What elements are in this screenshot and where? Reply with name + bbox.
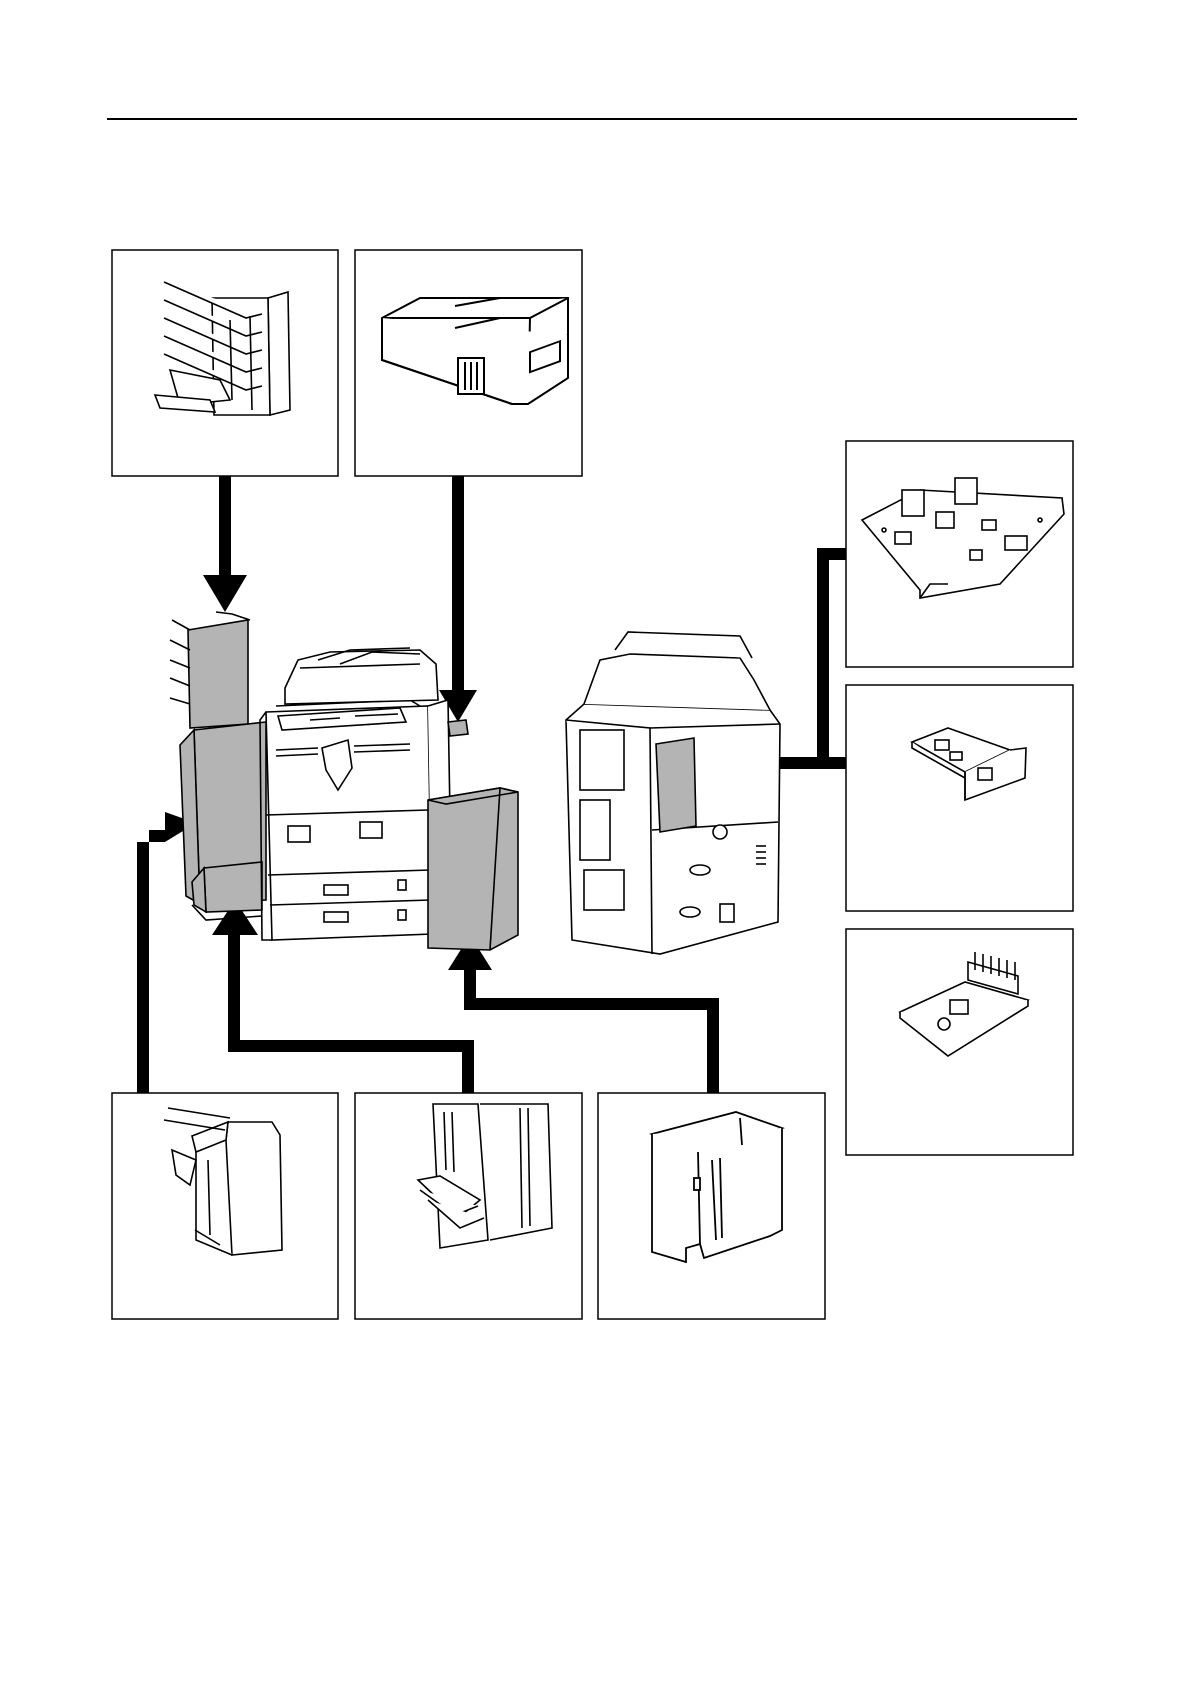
folding-unit-shaded [204,862,262,912]
arrow-key-counter [439,476,477,722]
arrow-side-feeder [448,935,719,1093]
option-key-counter [355,250,582,476]
arrow-trays [203,476,247,612]
option-folding-unit [355,1093,582,1319]
copier-rear-view [566,632,780,954]
board-slot-shaded [656,738,696,832]
option-document-finisher-trays [112,250,338,476]
side-feeder-shaded [428,788,518,950]
mailbox-tray-stack [188,620,248,728]
copier-front-view [170,612,518,950]
document-feeder [285,650,438,704]
option-side-feeder [598,1093,825,1319]
option-printer-board [846,441,1073,667]
option-network-card [846,685,1073,911]
option-finisher [112,1093,338,1319]
option-memory-chip [846,929,1073,1155]
key-counter-slot [448,720,468,736]
